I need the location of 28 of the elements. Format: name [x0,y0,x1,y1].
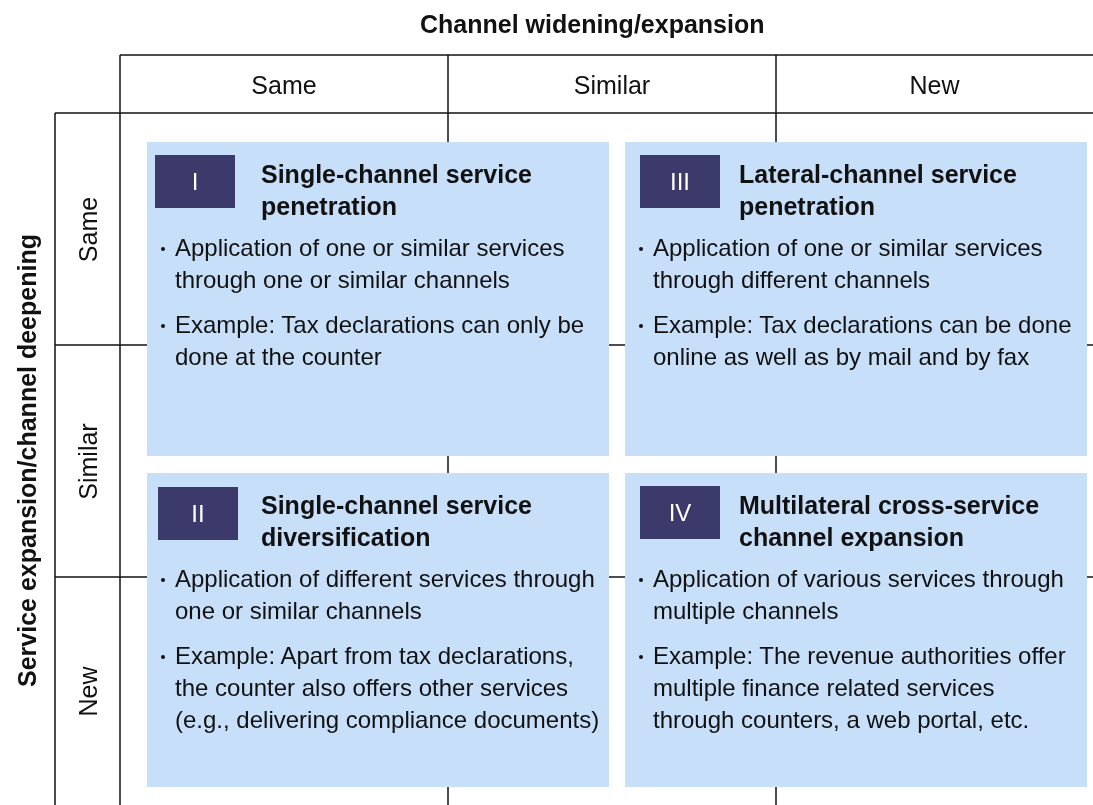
quadrant-heading: Multilateral cross-service channel expansion [739,490,1041,553]
quadrant-heading: Single-channel service penetration [261,159,533,222]
quadrant-card [147,142,609,456]
bullet-text: Example: Apart from tax declarations, the counter also offers other services (e.g., delivering compliance documents) [175,641,601,735]
axis-title: Channel widening/expansion [420,10,765,39]
roman-numeral-badge: III [640,155,720,208]
bullet-text: Example: The revenue authorities offer multiple finance related services through counters, a web portal, etc. [653,641,1067,735]
bullet-text: Example: Tax declarations can be done online as well as by mail and by fax [653,310,1073,372]
quadrant-card [625,473,1087,787]
row-header: Similar [73,422,103,500]
bullet-text: Example: Tax declarations can only be done at the counter [175,310,586,372]
roman-numeral-badge: IV [640,486,720,539]
roman-numeral-badge: II [158,487,238,540]
row-header: New [73,666,103,716]
quadrant-heading: Single-channel service diversification [261,490,533,553]
axis-title: Service expansion/channel deepening [12,233,42,687]
quadrant-heading: Lateral-channel service penetration [739,159,1018,222]
column-header: Same [250,69,318,101]
roman-numeral-badge: I [155,155,235,208]
quadrant-card [147,473,609,787]
row-header: Same [73,196,103,262]
column-header: New [908,69,961,101]
bullet-text: Application of various services through multiple channels [653,564,1065,626]
bullet-text: Application of one or similar services through one or similar channels [175,233,566,295]
bullet-text: Application of one or similar services through different channels [653,233,1044,295]
bullet-text: Application of different services through one or similar channels [175,564,596,626]
column-header: Similar [572,69,652,101]
quadrant-card [625,142,1087,456]
